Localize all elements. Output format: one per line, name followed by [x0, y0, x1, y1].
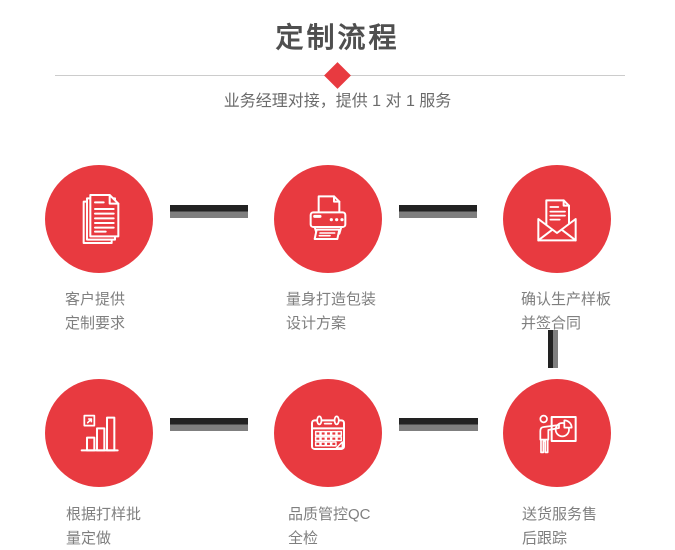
- step-label-line: 送货服务售: [522, 506, 598, 523]
- envelope-icon: [537, 199, 577, 242]
- step-label-line: 后跟踪: [522, 530, 568, 547]
- step-label-4: 根据打样批 量定做: [66, 503, 141, 550]
- step-circle-1: [45, 165, 153, 273]
- documents-icon: [82, 194, 120, 244]
- connector-bar: [399, 205, 477, 218]
- step-circle-4: [45, 379, 153, 487]
- bar-chart-icon: [80, 414, 119, 452]
- diamond-icon: [324, 62, 351, 89]
- step-circle-5: [274, 379, 382, 487]
- printer-icon: [309, 195, 347, 240]
- step-circle-2: [274, 165, 382, 273]
- step-label-1: 客户提供 定制要求: [65, 288, 125, 336]
- step-label-6: 送货服务售 后跟踪: [522, 503, 597, 550]
- step-label-3: 确认生产样板 并签合同: [521, 288, 611, 336]
- step-label-line: 确认生产样板: [521, 291, 612, 308]
- connector-bar: [170, 205, 248, 218]
- step-label-line: 并签合同: [521, 315, 582, 332]
- step-label-line: 量定做: [66, 530, 112, 547]
- calendar-icon: [311, 415, 345, 450]
- step-label-line: 设计方案: [286, 315, 347, 332]
- step-label-line: 全检: [288, 530, 319, 547]
- presenter-icon: [539, 414, 577, 454]
- page-title: 定制流程: [275, 22, 400, 53]
- step-label-2: 量身打造包装 设计方案: [286, 288, 376, 336]
- step-circle-3: [503, 165, 611, 273]
- step-label-line: 定制要求: [65, 315, 126, 332]
- step-circle-6: [503, 379, 611, 487]
- step-label-line: 根据打样批: [66, 506, 142, 523]
- connector-bar-vertical: [548, 330, 558, 368]
- step-label-5: 品质管控QC 全检: [288, 503, 371, 550]
- page-subtitle: 业务经理对接，提供 1 对 1 服务: [223, 93, 452, 110]
- connector-bar: [170, 418, 248, 431]
- connector-bar: [399, 418, 478, 431]
- step-label-line: 量身打造包装: [286, 291, 377, 308]
- step-label-line: 品质管控QC: [288, 506, 371, 523]
- step-label-line: 客户提供: [65, 291, 126, 308]
